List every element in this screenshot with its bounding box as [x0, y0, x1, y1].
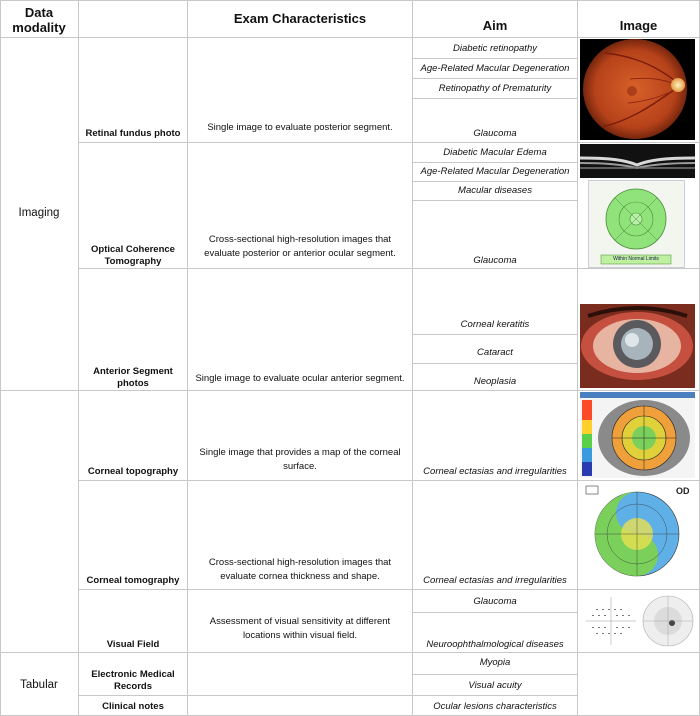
aim-item: Age-Related Macular Degeneration: [420, 63, 570, 74]
visual-field-image: [580, 591, 695, 650]
exam-name: Corneal topography: [87, 466, 179, 477]
modality-tabular: Tabular: [20, 679, 58, 691]
aim-item: Age-Related Macular Degeneration: [420, 166, 570, 177]
aim-item: Retinopathy of Prematurity: [438, 83, 552, 94]
aim-item: Corneal keratitis: [460, 319, 530, 330]
exam-description: Cross-sectional high-resolution images t…: [208, 557, 392, 582]
header-exam-characteristics: Exam Characteristics: [233, 11, 367, 26]
svg-text:OD: OD: [676, 486, 690, 496]
aim-item: Corneal ectasias and irregularities: [423, 575, 567, 586]
exam-name: Electronic Medical Records: [91, 669, 175, 692]
oct-scan-image: [580, 144, 695, 178]
header-aim: Aim: [482, 18, 508, 33]
aim-item: Myopia: [479, 657, 511, 668]
header-data-modality: Data modality: [12, 5, 66, 35]
oct-map-footer: Within Normal Limits: [613, 256, 659, 262]
exam-description: Single image that provides a map of the …: [199, 447, 401, 472]
corneal-topography-image: [580, 392, 695, 478]
aim-item: Macular diseases: [458, 185, 532, 196]
exam-description: Single image to evaluate ocular anterior…: [195, 373, 405, 384]
aim-item: Visual acuity: [468, 680, 522, 691]
exam-description: Cross-sectional high-resolution images t…: [204, 234, 396, 259]
aim-item: Neuroophthalmological diseases: [426, 639, 564, 650]
oct-thickness-map: Within Normal Limits: [588, 180, 685, 268]
aim-item: Cataract: [477, 347, 513, 358]
exam-description: Single image to evaluate posterior segme…: [207, 122, 393, 133]
aim-item: Corneal ectasias and irregularities: [423, 466, 567, 477]
fundus-image: [580, 39, 695, 140]
corneal-tomography-image: OD: [580, 482, 695, 587]
exam-name: Corneal tomography: [86, 575, 180, 586]
aim-item: Glaucoma: [473, 128, 517, 139]
exam-name: Visual Field: [106, 639, 160, 650]
aim-item: Diabetic Macular Edema: [443, 147, 547, 158]
header-image: Image: [619, 18, 658, 33]
exam-name: Clinical notes: [102, 701, 164, 712]
exam-name: Anterior Segment photos: [93, 366, 173, 389]
aim-item: Glaucoma: [473, 596, 517, 607]
exam-name: Retinal fundus photo: [85, 128, 181, 139]
aim-item: Glaucoma: [473, 255, 517, 266]
exam-name: Optical Coherence Tomography: [91, 244, 175, 267]
aim-item: Diabetic retinopathy: [453, 43, 537, 54]
aim-item: Neoplasia: [473, 376, 517, 387]
anterior-segment-image: [580, 304, 695, 388]
aim-item: Ocular lesions characteristics: [433, 701, 557, 712]
exam-description: Assessment of visual sensitivity at diff…: [209, 616, 391, 641]
modality-imaging: Imaging: [18, 207, 60, 219]
